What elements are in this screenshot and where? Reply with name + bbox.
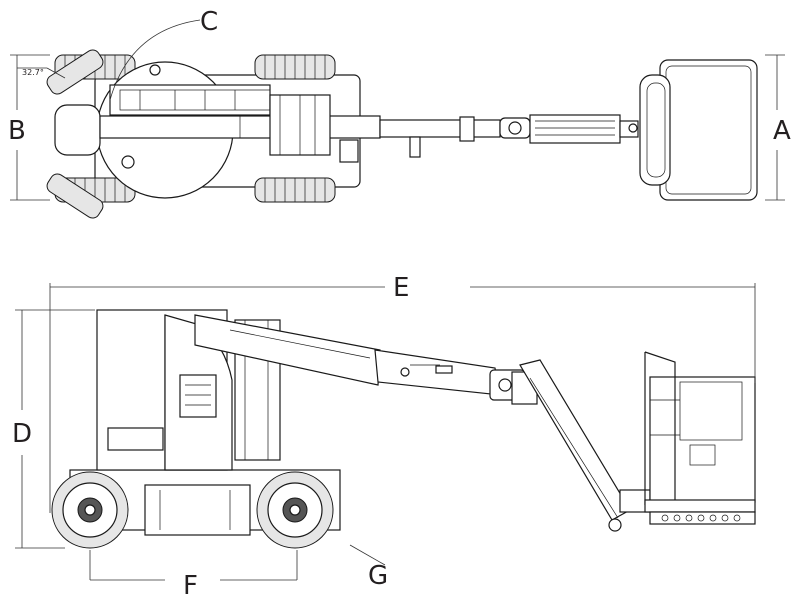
top-boom-extension [379,119,501,138]
label-c: C [200,7,218,37]
label-e: E [393,273,409,303]
top-view [46,49,758,219]
label-a: A [773,116,791,146]
label-g: G [368,561,388,591]
side-jib [519,359,631,521]
label-b: B [8,116,26,146]
angle-note: 32.7° [22,68,44,77]
dimension-lines [10,19,785,581]
side-platform [644,351,756,525]
top-platform [659,59,758,201]
side-wheel-rear [256,471,334,549]
label-d: D [12,419,32,449]
side-view [51,309,756,549]
side-wheel-front [51,471,129,549]
top-jib [529,114,621,144]
label-f: F [183,571,198,601]
